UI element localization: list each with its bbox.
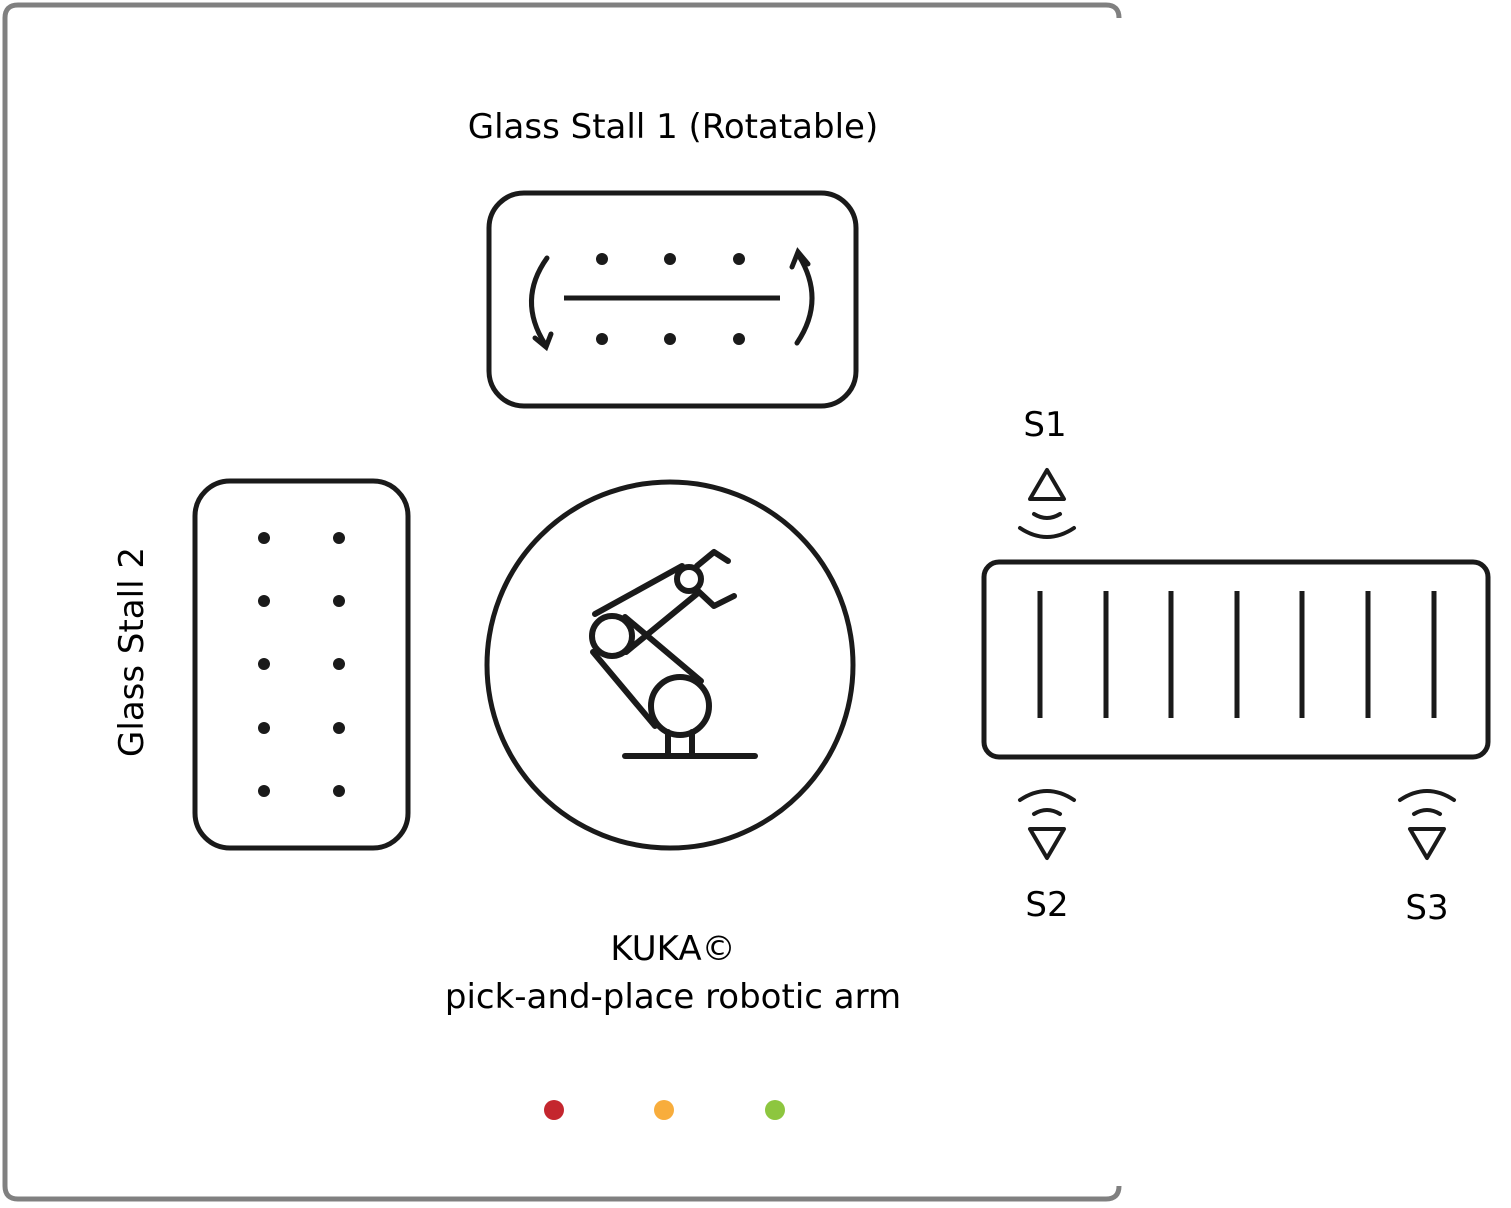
glass-stall-2 xyxy=(192,478,411,851)
pin xyxy=(733,333,745,345)
stall-2-title: Glass Stall 2 xyxy=(112,547,152,757)
pin xyxy=(664,253,676,265)
stall-1-title: Glass Stall 1 (Rotatable) xyxy=(468,107,878,147)
robot-brand-label: KUKA© xyxy=(610,929,735,969)
conveyor-rollers xyxy=(1037,591,1437,718)
pin xyxy=(733,253,745,265)
rotate-arrows-icon xyxy=(529,247,815,352)
proximity-sensor-icon xyxy=(1018,468,1076,539)
pin xyxy=(596,253,608,265)
pin xyxy=(258,722,270,734)
robot-work-area xyxy=(484,479,856,851)
orange-status-light xyxy=(654,1100,674,1120)
pin xyxy=(258,595,270,607)
red-status-light xyxy=(544,1100,564,1120)
sensor-s2-label: S2 xyxy=(1025,885,1068,925)
pin xyxy=(258,658,270,670)
pin xyxy=(258,785,270,797)
pin xyxy=(333,658,345,670)
workcell-frame xyxy=(2,2,1122,1202)
sensor-s3-label: S3 xyxy=(1405,888,1448,928)
proximity-sensor-icon xyxy=(1398,789,1456,860)
pin xyxy=(333,532,345,544)
status-lights xyxy=(544,1100,785,1120)
proximity-sensor-icon xyxy=(1018,789,1076,860)
green-status-light xyxy=(765,1100,785,1120)
pin xyxy=(333,595,345,607)
pin xyxy=(664,333,676,345)
pin xyxy=(596,333,608,345)
robotic-arm-icon xyxy=(589,549,758,759)
pin xyxy=(258,532,270,544)
pin xyxy=(333,785,345,797)
conveyor-belt xyxy=(981,559,1491,760)
stall-2-pins xyxy=(258,532,345,797)
robot-description-label: pick-and-place robotic arm xyxy=(445,977,901,1017)
pin xyxy=(333,722,345,734)
stall-1-pins xyxy=(596,253,745,345)
glass-stall-1 xyxy=(486,190,859,409)
sensor-s1-label: S1 xyxy=(1023,405,1066,445)
